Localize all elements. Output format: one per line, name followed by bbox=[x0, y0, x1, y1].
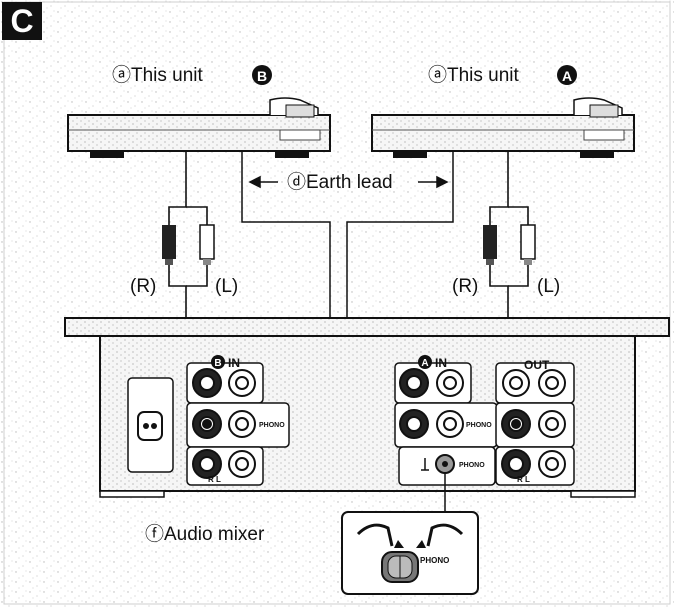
svg-text:A: A bbox=[421, 358, 428, 369]
plug-insert-a bbox=[511, 419, 521, 429]
input-b-label: IN bbox=[228, 356, 240, 370]
channel-label-b-r: (R) bbox=[130, 276, 156, 297]
rca-plug-b-r bbox=[162, 225, 176, 265]
rl-label-out: R L bbox=[517, 475, 530, 484]
channel-label-a-r: (R) bbox=[452, 276, 478, 297]
plug-insert-b bbox=[202, 419, 212, 429]
rca-plug-b-l bbox=[199, 224, 215, 265]
badge-b: B bbox=[252, 65, 272, 85]
input-a-panel: A IN PHONO bbox=[394, 355, 498, 448]
turntable-b bbox=[67, 97, 331, 158]
svg-text:B: B bbox=[214, 358, 221, 369]
channel-label-b-l: (L) bbox=[215, 276, 238, 297]
mixer-label: ⓕAudio mixer bbox=[145, 523, 265, 545]
power-inlet bbox=[127, 377, 174, 473]
phono-label-inset: PHONO bbox=[420, 556, 449, 565]
audio-mixer: B IN PHONO R L A IN PHONO bbox=[64, 317, 670, 498]
output-label: OUT bbox=[524, 358, 550, 372]
rca-plug-a-l bbox=[520, 224, 536, 265]
input-b-panel: B IN PHONO R L bbox=[186, 355, 290, 486]
phono-label-a: PHONO bbox=[466, 422, 492, 429]
input-a-label: IN bbox=[435, 356, 447, 370]
channel-label-a-l: (L) bbox=[537, 276, 560, 297]
output-panel: OUT R L bbox=[495, 358, 575, 486]
rl-label-b: R L bbox=[208, 475, 221, 484]
turntable-a bbox=[371, 97, 635, 158]
badge-a: A bbox=[557, 65, 577, 85]
rca-plug-a-r bbox=[483, 225, 497, 265]
section-letter: C bbox=[10, 3, 33, 39]
section-letter-box: C bbox=[2, 2, 42, 40]
ground-terminal: PHONO bbox=[398, 446, 496, 486]
turntable-a-label: ⓐThis unit bbox=[428, 64, 520, 86]
phono-label-b: PHONO bbox=[259, 422, 285, 429]
svg-text:A: A bbox=[562, 68, 572, 84]
svg-text:B: B bbox=[257, 68, 267, 84]
earth-lead-label: ⓓEarth lead bbox=[287, 171, 393, 193]
turntable-b-label: ⓐThis unit bbox=[112, 64, 204, 86]
earth-lead-arrows bbox=[248, 175, 449, 189]
phono-label-gnd: PHONO bbox=[459, 462, 485, 469]
callout-inset: PHONO bbox=[341, 511, 479, 595]
